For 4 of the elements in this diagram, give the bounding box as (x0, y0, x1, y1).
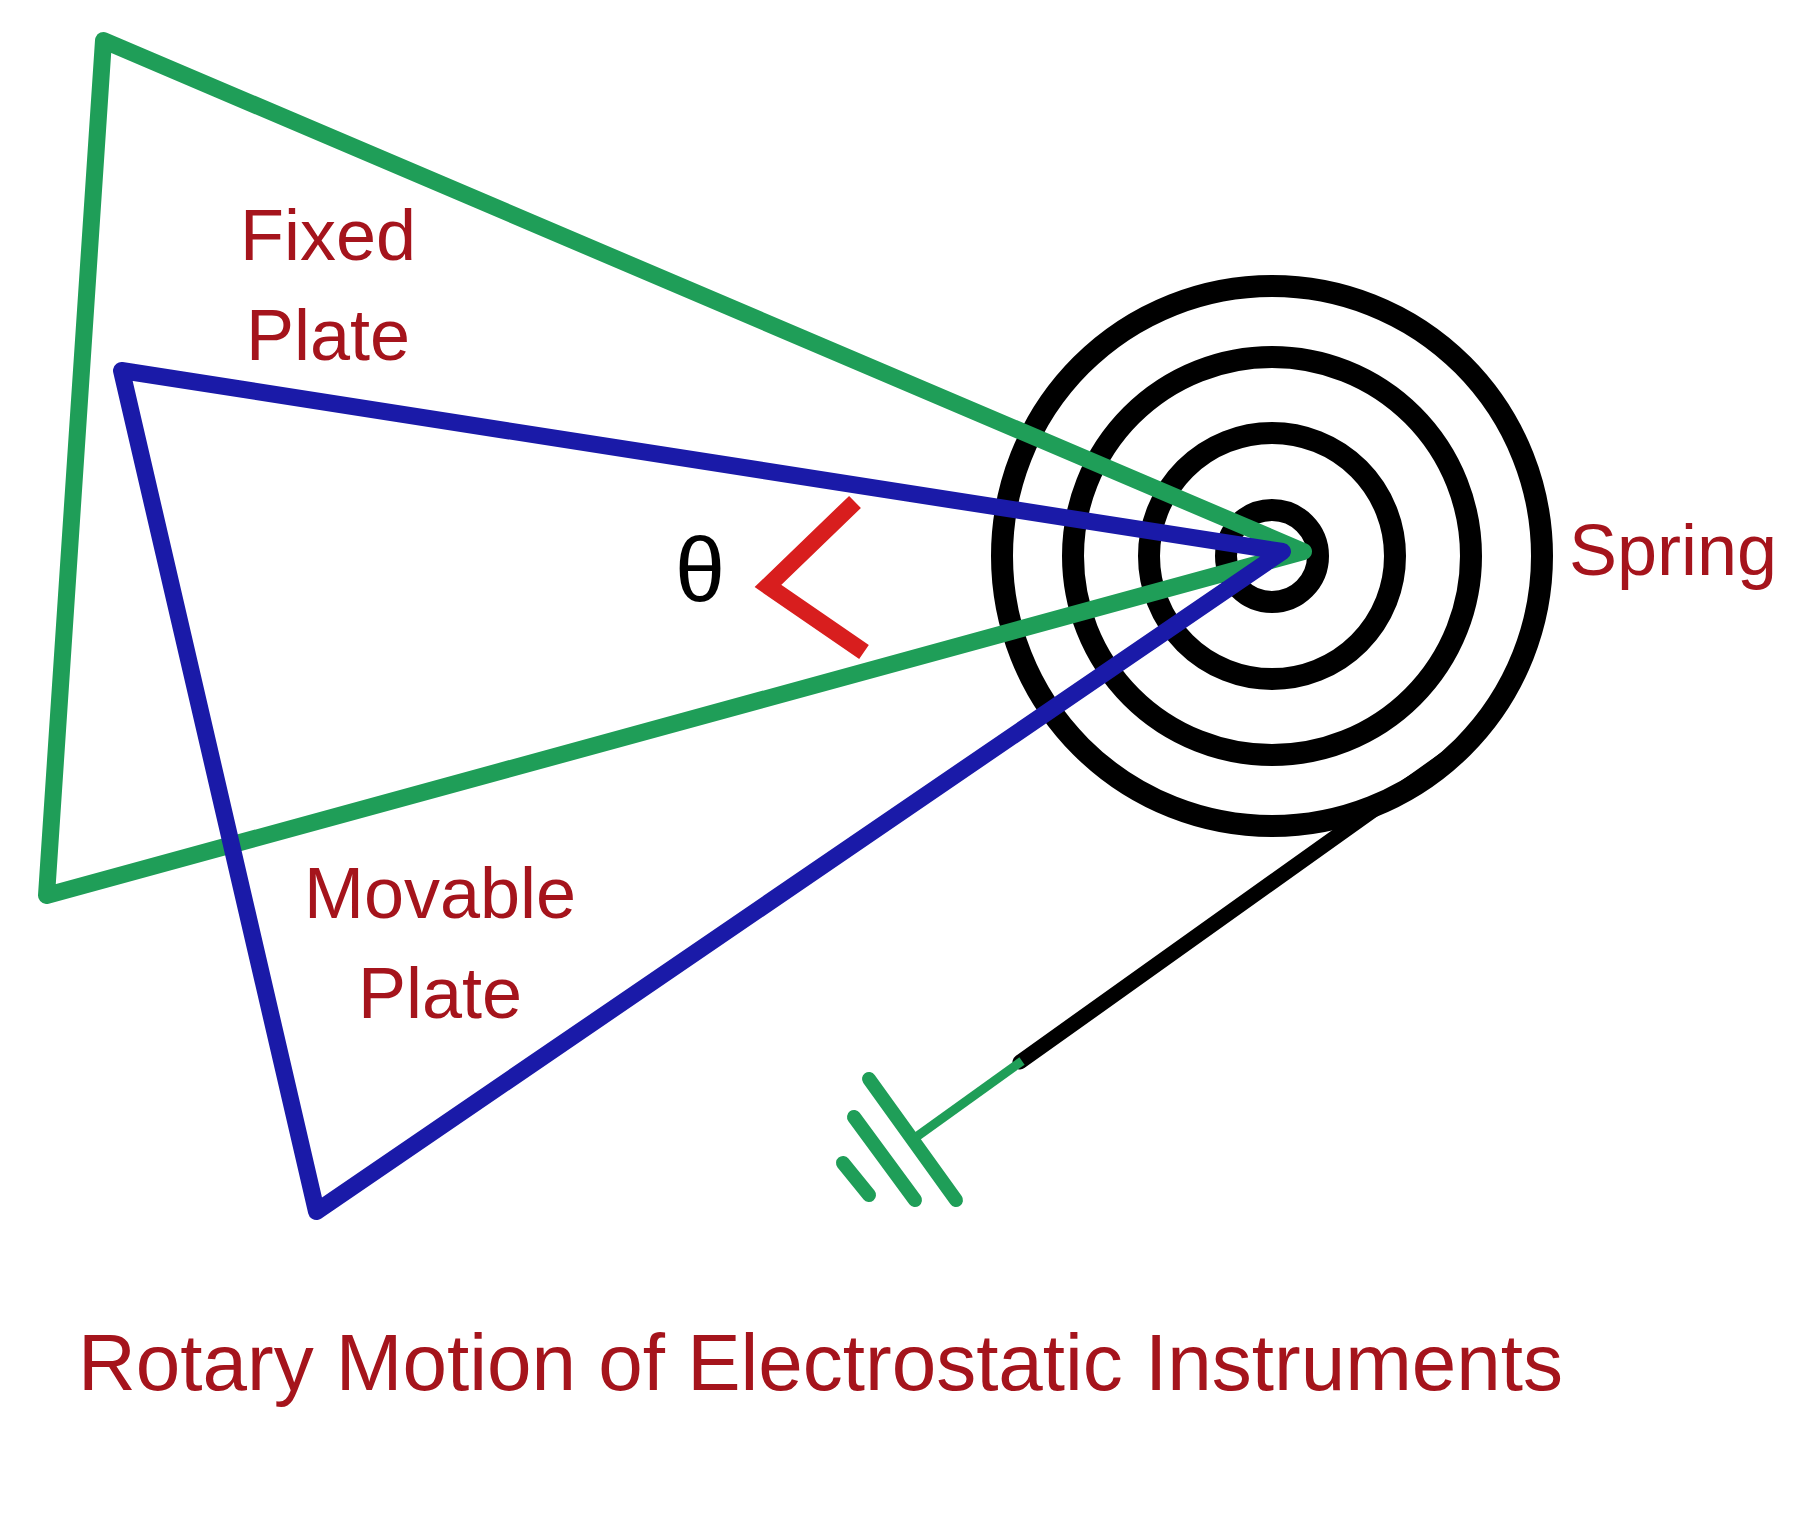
movable-plate-outline (110, 359, 1293, 1222)
plate-label: Fixed Plate (238, 194, 418, 377)
plate-label: Movable Plate (302, 852, 578, 1035)
theta-label: θ (675, 525, 726, 615)
